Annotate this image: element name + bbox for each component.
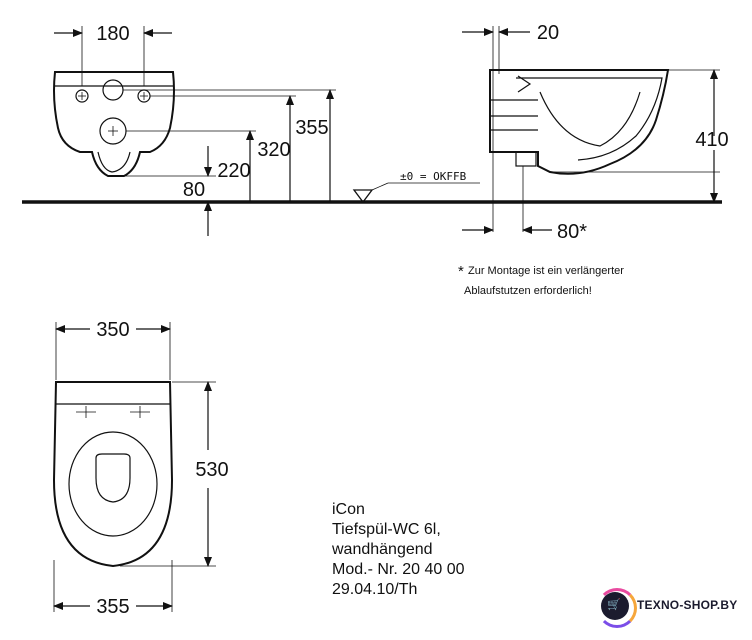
front-dim-180: 180 — [96, 23, 129, 45]
top-dim-350: 350 — [96, 319, 129, 341]
side-dim-410: 410 — [695, 129, 728, 151]
side-wc-body — [489, 69, 670, 175]
top-bowl-opening — [95, 453, 131, 503]
floor-reference-label: ±0 = OKFFB — [400, 170, 467, 183]
front-dim-355: 355 — [295, 117, 328, 139]
logo-disc — [597, 588, 637, 628]
front-dim-80: 80 — [183, 179, 205, 201]
side-dim-80-star: 80* — [557, 221, 587, 243]
front-inlet-hole — [102, 79, 124, 101]
front-view: 180 355 320 220 80 ±0 = O — [53, 23, 480, 236]
footnote-line-2: Ablaufstutzen erforderlich! — [464, 285, 592, 297]
front-dim-320: 320 — [257, 139, 290, 161]
drawing-date: 29.04.10/Th — [332, 581, 418, 598]
watermark-logo: 🛒 TEXNO-SHOP.BY — [597, 585, 747, 628]
product-name: iCon — [332, 501, 365, 518]
top-view: 350 530 355 — [52, 319, 229, 618]
top-dim-530: 530 — [195, 459, 228, 481]
front-bolt-hole-left — [75, 89, 89, 103]
model-number: Mod.- Nr. 20 40 00 — [332, 561, 465, 578]
product-type: Tiefspül-WC 6l, — [332, 521, 441, 538]
top-seat-ring — [68, 431, 158, 537]
front-wc-body — [53, 71, 175, 177]
cart-icon: 🛒 — [607, 598, 621, 611]
side-dim-20: 20 — [537, 22, 559, 44]
title-block: iCon Tiefspül-WC 6l, wandhängend Mod.- N… — [332, 500, 465, 600]
footnote-line-1: Zur Montage ist ein verlängerter — [468, 265, 624, 277]
front-dim-220: 220 — [217, 160, 250, 182]
top-dim-355: 355 — [96, 596, 129, 618]
top-wc-body — [52, 381, 174, 568]
mounting-type: wandhängend — [332, 541, 433, 558]
side-view: 20 410 80* — [462, 22, 729, 243]
watermark-brand: TEXNO-SHOP.BY — [637, 598, 738, 612]
floor-reference-marker — [352, 189, 374, 204]
footnote-star: * — [458, 263, 464, 280]
